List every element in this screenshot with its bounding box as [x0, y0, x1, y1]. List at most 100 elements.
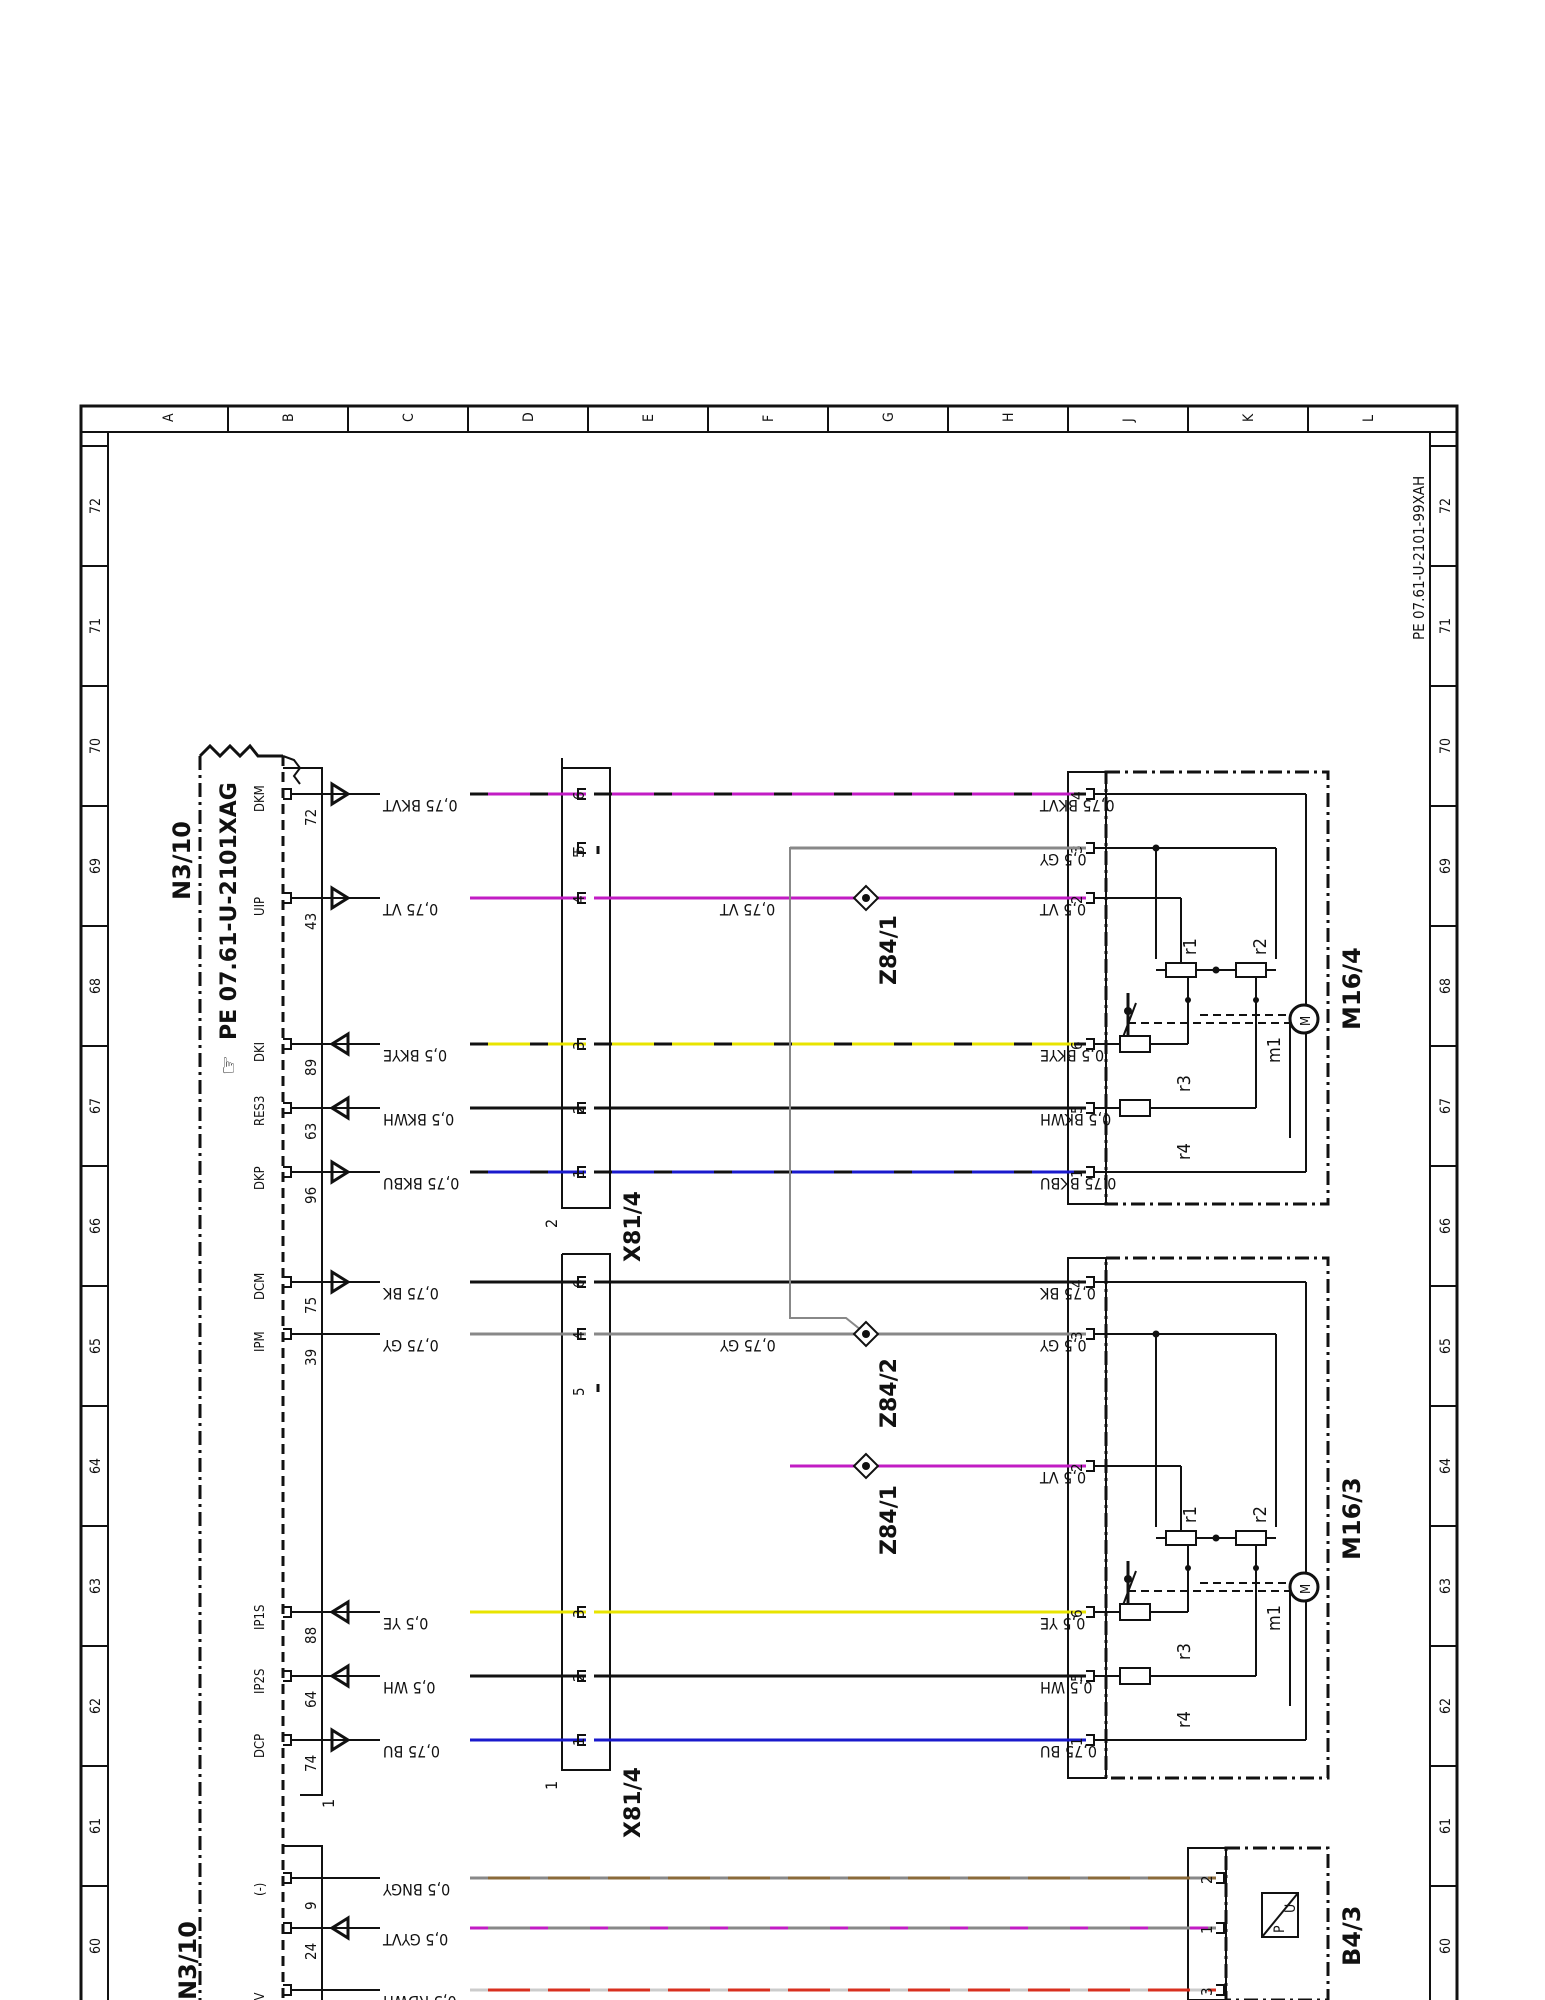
resistor-r3 — [1119, 1603, 1151, 1621]
component-pin-terminal — [1216, 1922, 1225, 1934]
row-number: 69 — [1438, 858, 1454, 874]
wire-label-right: 0,5 VT — [1040, 1468, 1086, 1487]
component-b4-3 — [1187, 1846, 1330, 2000]
row-number: 65 — [1438, 1338, 1454, 1354]
connector-pin-terminal — [577, 1038, 586, 1050]
output-arrow-icon — [329, 1095, 350, 1121]
connector-pin-number: 3 — [570, 1041, 588, 1050]
ecu-pin-number: 89 — [302, 1059, 320, 1076]
component-pin-number: 1 — [1068, 1169, 1086, 1178]
splice-z84-2 — [852, 1320, 880, 1348]
component-m16-4-label: M16/4 — [1338, 947, 1366, 1030]
ecu-signal-label: IPM — [253, 1331, 268, 1352]
wire-label-left: 0,5 BKWH — [383, 1110, 454, 1129]
wire-label-mid: 0,75 GY — [720, 1336, 776, 1355]
connector-pin-number: 6 — [570, 791, 588, 800]
row-number: 72 — [88, 498, 104, 514]
connector-x81-4-lower — [561, 1253, 611, 1771]
ecu-boundary — [198, 743, 302, 2000]
connector-pin-terminal — [577, 1328, 586, 1340]
wire-label-mid: 0,75 VT — [720, 900, 775, 919]
ecu-signal-label: (-) — [253, 1883, 268, 1896]
column-letter: L — [1361, 415, 1377, 422]
wire-label-right: 0,75 BU — [1040, 1742, 1097, 1761]
ecu-pin-number: 43 — [302, 913, 320, 930]
pressure-sensor-symbol: P U — [1261, 1892, 1299, 1938]
connector-pin-terminal — [577, 1606, 586, 1618]
svg-text:P: P — [1272, 1925, 1288, 1933]
connector-pin-number: 3 — [570, 1609, 588, 1618]
connector-x81-4-upper-group: 2 — [542, 1219, 561, 1228]
ecu-signal-label: DKM — [253, 785, 268, 812]
connector-pin-terminal — [577, 1276, 586, 1288]
ecu-pin-number: 64 — [302, 1691, 320, 1708]
row-number: 62 — [88, 1698, 104, 1714]
motor-letter: M — [1299, 1584, 1314, 1594]
connector-pin-terminal — [577, 788, 586, 800]
wire-label-left: 0,75 BKVT — [383, 796, 458, 815]
ecu-signal-label: DCP — [253, 1734, 268, 1758]
wire-label-left: 0,5 BNGY — [383, 1880, 450, 1899]
ecu-block-label: 1 — [319, 1799, 338, 1808]
ecu-pin-number: 24 — [302, 1943, 320, 1960]
row-number: 61 — [1438, 1818, 1454, 1834]
row-number: 66 — [88, 1218, 104, 1234]
row-number: 61 — [88, 1818, 104, 1834]
output-arrow-icon — [329, 1915, 350, 1941]
column-letter: H — [1001, 413, 1017, 422]
input-arrow-icon — [330, 885, 351, 911]
row-number: 60 — [88, 1938, 104, 1954]
ecu-pin-number: 72 — [302, 809, 320, 826]
component-pin-number: 6 — [1068, 1041, 1086, 1050]
component-pin-number: 3 — [1198, 1987, 1216, 1996]
row-number: 65 — [88, 1338, 104, 1354]
ecu-name-lower: N3/10 — [174, 1921, 202, 2000]
column-letter: D — [521, 412, 537, 422]
connector-pin-number: 2 — [570, 1673, 588, 1682]
wire-label-left: 0,75 GY — [383, 1336, 439, 1355]
sheet-frame — [79, 404, 1459, 2000]
sheet-reference: PE 07.61-U-2101-99XAH — [1410, 476, 1428, 640]
wire-label-right: 0,75 BKBU — [1040, 1174, 1116, 1193]
connector-x81-4-lower-label: X81/4 — [621, 1767, 646, 1838]
input-arrow-icon — [330, 781, 351, 807]
wire-row: 0,5 VT2 — [790, 1460, 1095, 1487]
connector-pin-number: 5 — [570, 845, 588, 854]
output-arrow-icon — [329, 1031, 350, 1057]
column-letter: E — [641, 414, 657, 422]
component-pin-terminal — [1216, 1984, 1225, 1996]
ecu-pin-number: 96 — [302, 1187, 320, 1204]
row-number: 62 — [1438, 1698, 1454, 1714]
ecu-pin-number: 75 — [302, 1297, 320, 1314]
output-arrow-icon — [329, 1663, 350, 1689]
ecu-pin-number: 74 — [302, 1755, 320, 1772]
component-pin-number: 2 — [1068, 895, 1086, 904]
component-pin-number: 4 — [1068, 1279, 1086, 1288]
row-number: 60 — [1438, 1938, 1454, 1954]
row-number: 66 — [1438, 1218, 1454, 1234]
row-number: 63 — [1438, 1578, 1454, 1594]
wire-label-right: 0,75 BKVT — [1040, 796, 1115, 815]
resistor-r3 — [1119, 1035, 1151, 1053]
wire-label-left: 0,75 BK — [382, 1284, 438, 1303]
column-letter: G — [881, 412, 897, 422]
gy-bridge-wire — [789, 847, 1080, 1335]
connector-pin-terminal — [577, 892, 586, 904]
component-pin-number: 2 — [1198, 1875, 1216, 1884]
component-pin-number: 1 — [1068, 1737, 1086, 1746]
wire-label-left: 0,5 BKYE — [383, 1046, 447, 1065]
row-number: 64 — [88, 1458, 104, 1474]
component-pin-number: 2 — [1068, 1463, 1086, 1472]
component-pin-terminal — [1086, 892, 1095, 904]
svg-text:PE 07.61-U-2101XAG: PE 07.61-U-2101XAG — [217, 782, 242, 1040]
wire-label-left: 0,5 YE — [383, 1614, 428, 1633]
